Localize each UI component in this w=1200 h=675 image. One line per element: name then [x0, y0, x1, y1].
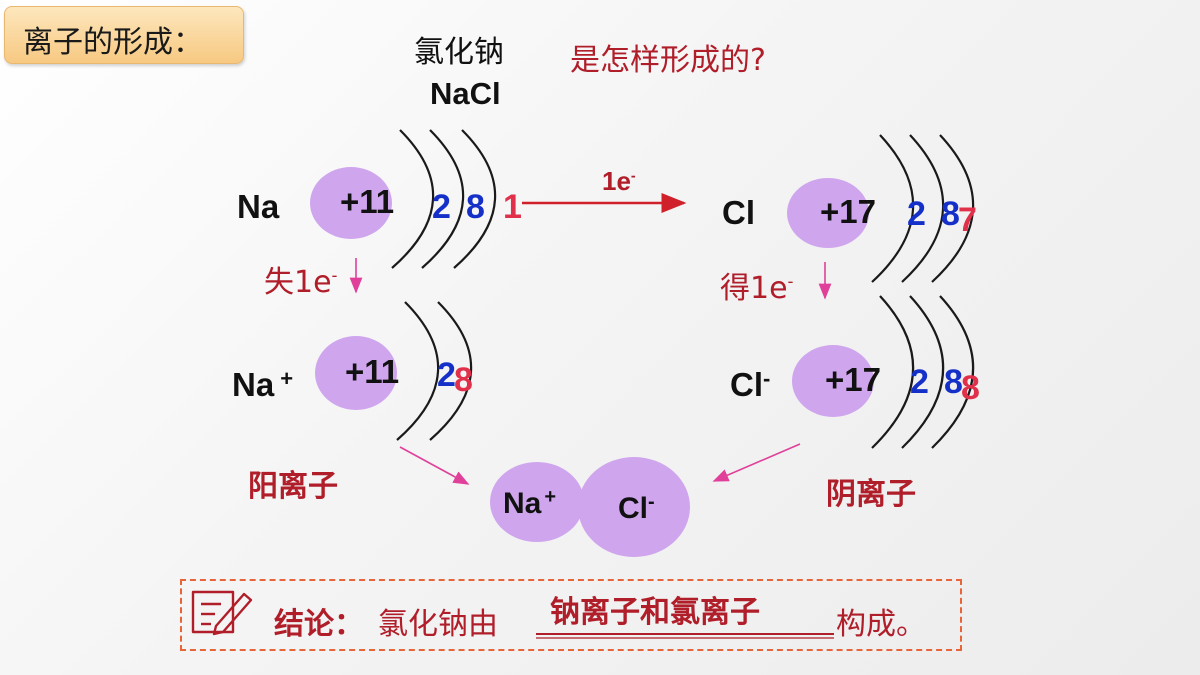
question-text: 是怎样形成的? [570, 43, 766, 78]
compound-name: 氯化钠 [414, 35, 504, 70]
cl-shell-3 [931, 134, 975, 283]
cl-ion-shell-2-count: 8 [944, 363, 963, 401]
title-banner: 离子的形成： [4, 6, 244, 64]
cl-ion-shell-3 [931, 295, 975, 449]
cl-ion-shell-3-count: 8 [961, 369, 980, 407]
cation-label: 阳离子 [248, 470, 338, 503]
cl-nucleus [787, 178, 869, 248]
na-ion-symbol: Na+ [232, 366, 294, 403]
transfer-label: 1e- [602, 166, 636, 196]
conclusion-box [180, 579, 962, 651]
na-shell-2-count: 8 [466, 188, 485, 226]
cl-shell-1 [871, 134, 915, 283]
na-shell-2 [421, 129, 465, 269]
cl-shell-2-count: 8 [941, 195, 960, 233]
cl-ion-shell-2 [901, 295, 945, 449]
pair-cl-label: Cl- [618, 491, 655, 525]
cl-ion-shell-1 [871, 295, 915, 449]
anion-label: 阴离子 [826, 478, 916, 511]
conclusion-prefix: 氯化钠由 [378, 607, 498, 642]
conclusion-label: 结论： [274, 608, 364, 641]
pair-cl-circle [578, 457, 690, 557]
na-ion-nucleus-charge: +11 [345, 353, 400, 390]
cl-shell-3-count: 7 [958, 201, 977, 239]
cl-ion-symbol: Cl- [730, 366, 771, 403]
pair-na-label: Na+ [503, 486, 557, 520]
na-shell-1 [391, 129, 435, 269]
na-shell-3-count: 1 [503, 188, 522, 226]
na-shell-1-count: 2 [432, 188, 451, 226]
na-ion-shell-1 [396, 301, 440, 441]
conclusion-answer: 钠离子和氯离子 [550, 596, 760, 629]
compound-formula: NaCl [430, 76, 501, 111]
conclusion-suffix: 构成。 [836, 607, 926, 642]
cl-shell-2 [901, 134, 945, 283]
na-atom-symbol: Na [237, 188, 280, 225]
cl-ion-shell-1-count: 2 [910, 363, 929, 401]
cl-ion-nucleus-charge: +17 [825, 361, 881, 398]
gain-electron-label: 得1e- [720, 271, 794, 306]
na-ion-shell-1-count: 2 [437, 356, 456, 394]
anion-combine-arrow [712, 443, 801, 482]
cl-nucleus-charge: +17 [820, 193, 876, 230]
na-ion-shell-2-count: 8 [454, 361, 473, 399]
cl-atom-symbol: Cl [722, 194, 755, 231]
na-nucleus-charge: +11 [340, 183, 395, 220]
cl-shell-1-count: 2 [907, 195, 926, 233]
pair-na-circle [490, 462, 584, 542]
page-title: 离子的形成： [23, 25, 203, 60]
na-ion-shell-2 [429, 301, 473, 441]
cation-combine-arrow [399, 446, 470, 485]
na-ion-nucleus [315, 336, 397, 410]
na-shell-3 [453, 129, 497, 269]
cl-ion-nucleus [792, 345, 874, 417]
lose-electron-label: 失1e- [264, 265, 338, 300]
na-nucleus [310, 167, 392, 239]
